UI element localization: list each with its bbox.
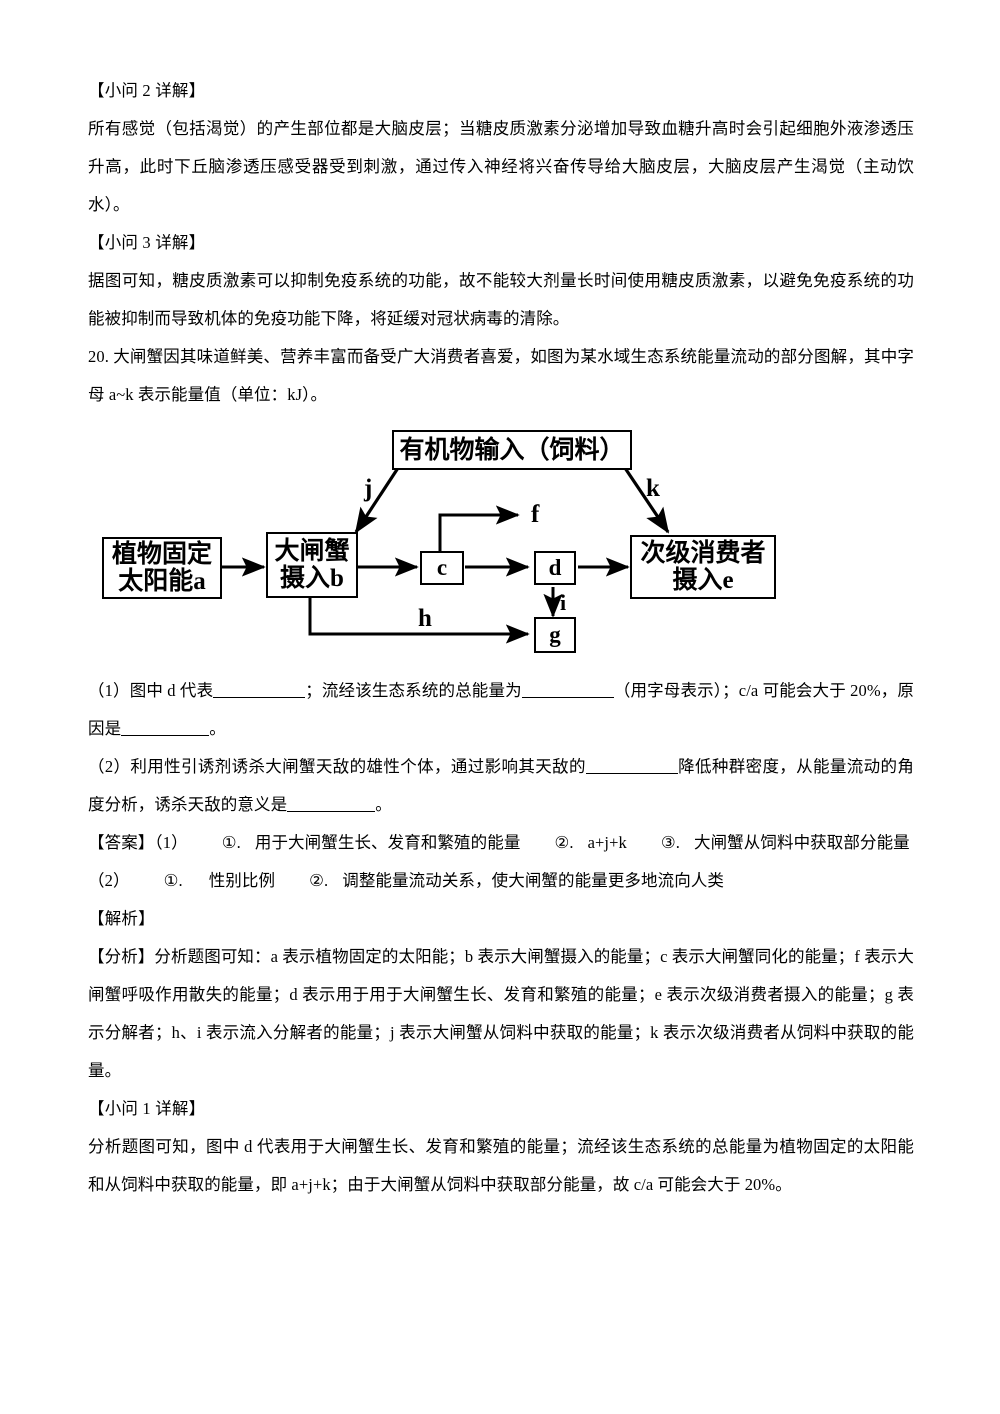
- answer-q2-item2-text: 调整能量流动关系，使大闸蟹的能量更多地流向人类: [342, 871, 725, 890]
- q2-text-2: 降低种群密度，从能量流动的角度分析，诱杀天敌的意义是: [88, 757, 914, 814]
- answer-q1-item2-text: a+j+k: [587, 833, 627, 852]
- analysis-heading: 【分析】: [88, 947, 155, 966]
- diagram-box-plant-line2: 太阳能a: [118, 568, 206, 595]
- q2-text-1: （2）利用性引诱剂诱杀大闸蟹天敌的雄性个体，通过影响其天敌的: [88, 757, 586, 776]
- diagram-box-feed-input: 有机物输入（饲料）: [392, 430, 632, 470]
- diagram-label-h: h: [418, 605, 432, 632]
- answer-q2-label: （2）: [88, 871, 130, 890]
- q1-blank-2[interactable]: [521, 681, 614, 698]
- sub-question-3-body: 据图可知，糖皮质激素可以抑制免疫系统的功能，故不能较大剂量长时间使用糖皮质激素，…: [88, 271, 914, 328]
- q2-text-3: 。: [375, 795, 392, 814]
- q1-blank-1[interactable]: [213, 681, 306, 698]
- diagram-box-plant-line1: 植物固定: [111, 541, 212, 568]
- diagram-label-k: k: [646, 475, 660, 502]
- answer-q1-item1-number: ①.: [221, 833, 241, 852]
- diagram-label-j: j: [364, 475, 373, 502]
- q1-blank-3[interactable]: [121, 719, 210, 736]
- answer-q2-item2-number: ②.: [309, 871, 329, 890]
- answer-q1-item3-text: 大闸蟹从饲料中获取部分能量: [693, 833, 910, 852]
- q2-blank-2[interactable]: [287, 795, 376, 812]
- answer-question-2: （2） ①. 性别比例 ②. 调整能量流动关系，使大闸蟹的能量更多地流向人类: [88, 862, 914, 900]
- diagram-box-secondary-consumer: 次级消费者 摄入e: [630, 535, 776, 599]
- analysis-body: 分析题图可知：a 表示植物固定的太阳能；b 表示大闸蟹摄入的能量；c 表示大闸蟹…: [88, 947, 914, 1080]
- q1-text-3: （用字母表示）；c/a 可能会大于 20%，原因是: [88, 681, 914, 738]
- diagram-box-crab: 大闸蟹 摄入b: [266, 532, 358, 598]
- arrow-b-to-g: [308, 597, 530, 644]
- explanation-heading: 【解析】: [88, 909, 155, 928]
- diagram-box-crab-line2: 摄入b: [280, 565, 344, 592]
- question-20-part-1: （1）图中 d 代表 ；流经该生态系统的总能量为（用字母表示）；c/a 可能会大于…: [88, 672, 914, 748]
- sub-question-2-heading: 【小问 2 详解】: [88, 81, 206, 100]
- sub-question-3-heading: 【小问 3 详解】: [88, 233, 206, 252]
- energy-flow-diagram: 有机物输入（饲料） 植物固定 太阳能a 大闸蟹 摄入b c d g 次级消费者 …: [88, 420, 914, 670]
- answer-q2-item1-text: 性别比例: [208, 871, 276, 890]
- q1-text-1: （1）图中 d 代表: [88, 681, 214, 700]
- sub-question-1-body: 分析题图可知，图中 d 代表用于大闸蟹生长、发育和繁殖的能量；流经该生态系统的总…: [88, 1137, 914, 1194]
- arrow-k: [623, 467, 670, 534]
- diagram-box-g: g: [534, 617, 576, 653]
- arrow-j: [354, 467, 400, 534]
- answer-q1-item3-number: ③.: [660, 833, 680, 852]
- arrow-c-to-f: [438, 505, 520, 553]
- diagram-label-f: f: [531, 501, 540, 528]
- diagram-box-secondary-line1: 次级消费者: [640, 540, 766, 567]
- answer-q1-item2-number: ②.: [554, 833, 574, 852]
- sub-question-2-body: 所有感觉（包括渴觉）的产生部位都是大脑皮层；当糖皮质激素分泌增加导致血糖升高时会…: [88, 119, 914, 214]
- diagram-label-i: i: [560, 590, 567, 615]
- q2-blank-1[interactable]: [585, 757, 678, 774]
- answer-q1-item1-text: 用于大闸蟹生长、发育和繁殖的能量: [254, 833, 521, 852]
- diagram-arrows: [221, 467, 670, 644]
- question-20-stem: 20. 大闸蟹因其味道鲜美、营养丰富而备受广大消费者喜爱，如图为某水域生态系统能…: [88, 347, 914, 404]
- diagram-box-c: c: [420, 551, 464, 585]
- question-20-part-2: （2）利用性引诱剂诱杀大闸蟹天敌的雄性个体，通过影响其天敌的降低种群密度，从能量…: [88, 748, 914, 824]
- answer-q1-label: （1）: [154, 833, 188, 852]
- diagram-box-secondary-line2: 摄入e: [672, 567, 734, 594]
- answer-heading: 【答案】: [88, 833, 155, 852]
- q1-text-4: 。: [209, 719, 226, 738]
- sub-question-1-heading: 【小问 1 详解】: [88, 1099, 206, 1118]
- document-content: 【小问 2 详解】 所有感觉（包括渴觉）的产生部位都是大脑皮层；当糖皮质激素分泌…: [88, 72, 914, 1204]
- diagram-box-crab-line1: 大闸蟹: [274, 538, 350, 565]
- q1-text-2: ；流经该生态系统的总能量为: [305, 681, 522, 700]
- analysis-paragraph: 【分析】分析题图可知：a 表示植物固定的太阳能；b 表示大闸蟹摄入的能量；c 表…: [88, 938, 914, 1090]
- diagram-box-d: d: [534, 551, 576, 585]
- diagram-box-plant: 植物固定 太阳能a: [102, 537, 222, 599]
- answer-section: 【答案】（1） ①. 用于大闸蟹生长、发育和繁殖的能量 ②. a+j+k ③. 大闸蟹从饲料…: [88, 824, 914, 862]
- answer-q2-item1-number: ①.: [163, 871, 183, 890]
